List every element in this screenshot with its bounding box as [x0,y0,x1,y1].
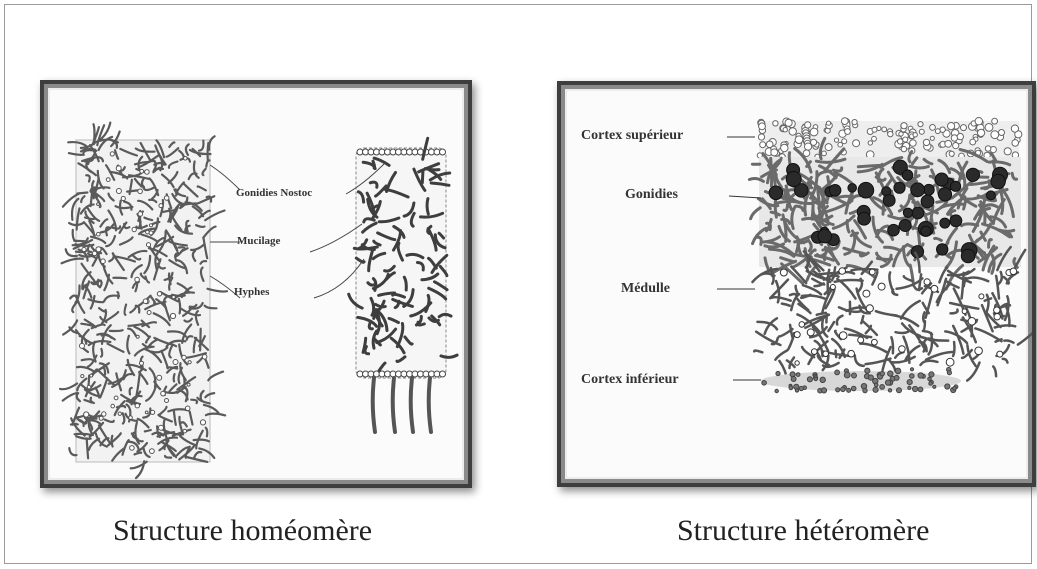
homeomerous-caption: Structure homéomère [113,514,372,548]
medulle-label: Médulle [621,281,670,297]
nostoc-filament-drawing [349,138,457,432]
gonidies-label: Gonidies [625,187,678,203]
cortex-inferieur-label: Cortex inférieur [581,372,679,388]
cortex-superieur-label: Cortex supérieur [581,128,683,144]
hyphes-label: Hyphes [234,286,269,298]
gonidies-nostoc-label: Gonidies Nostoc [236,187,312,199]
heteromerous-panel: Cortex supérieur Gonidies Médulle Cortex… [557,81,1036,487]
homeomerous-thallus-drawing [60,123,227,479]
label-leader-lines [717,137,761,380]
upper-cortex-drawing [757,118,1022,160]
homeomerous-illustration [44,84,468,484]
mucilage-label: Mucilage [237,235,280,247]
heteromerous-caption: Structure hétéromère [677,514,929,548]
lower-cortex-drawing [761,367,961,393]
homeomerous-panel: Gonidies Nostoc Mucilage Hyphes [40,80,472,488]
